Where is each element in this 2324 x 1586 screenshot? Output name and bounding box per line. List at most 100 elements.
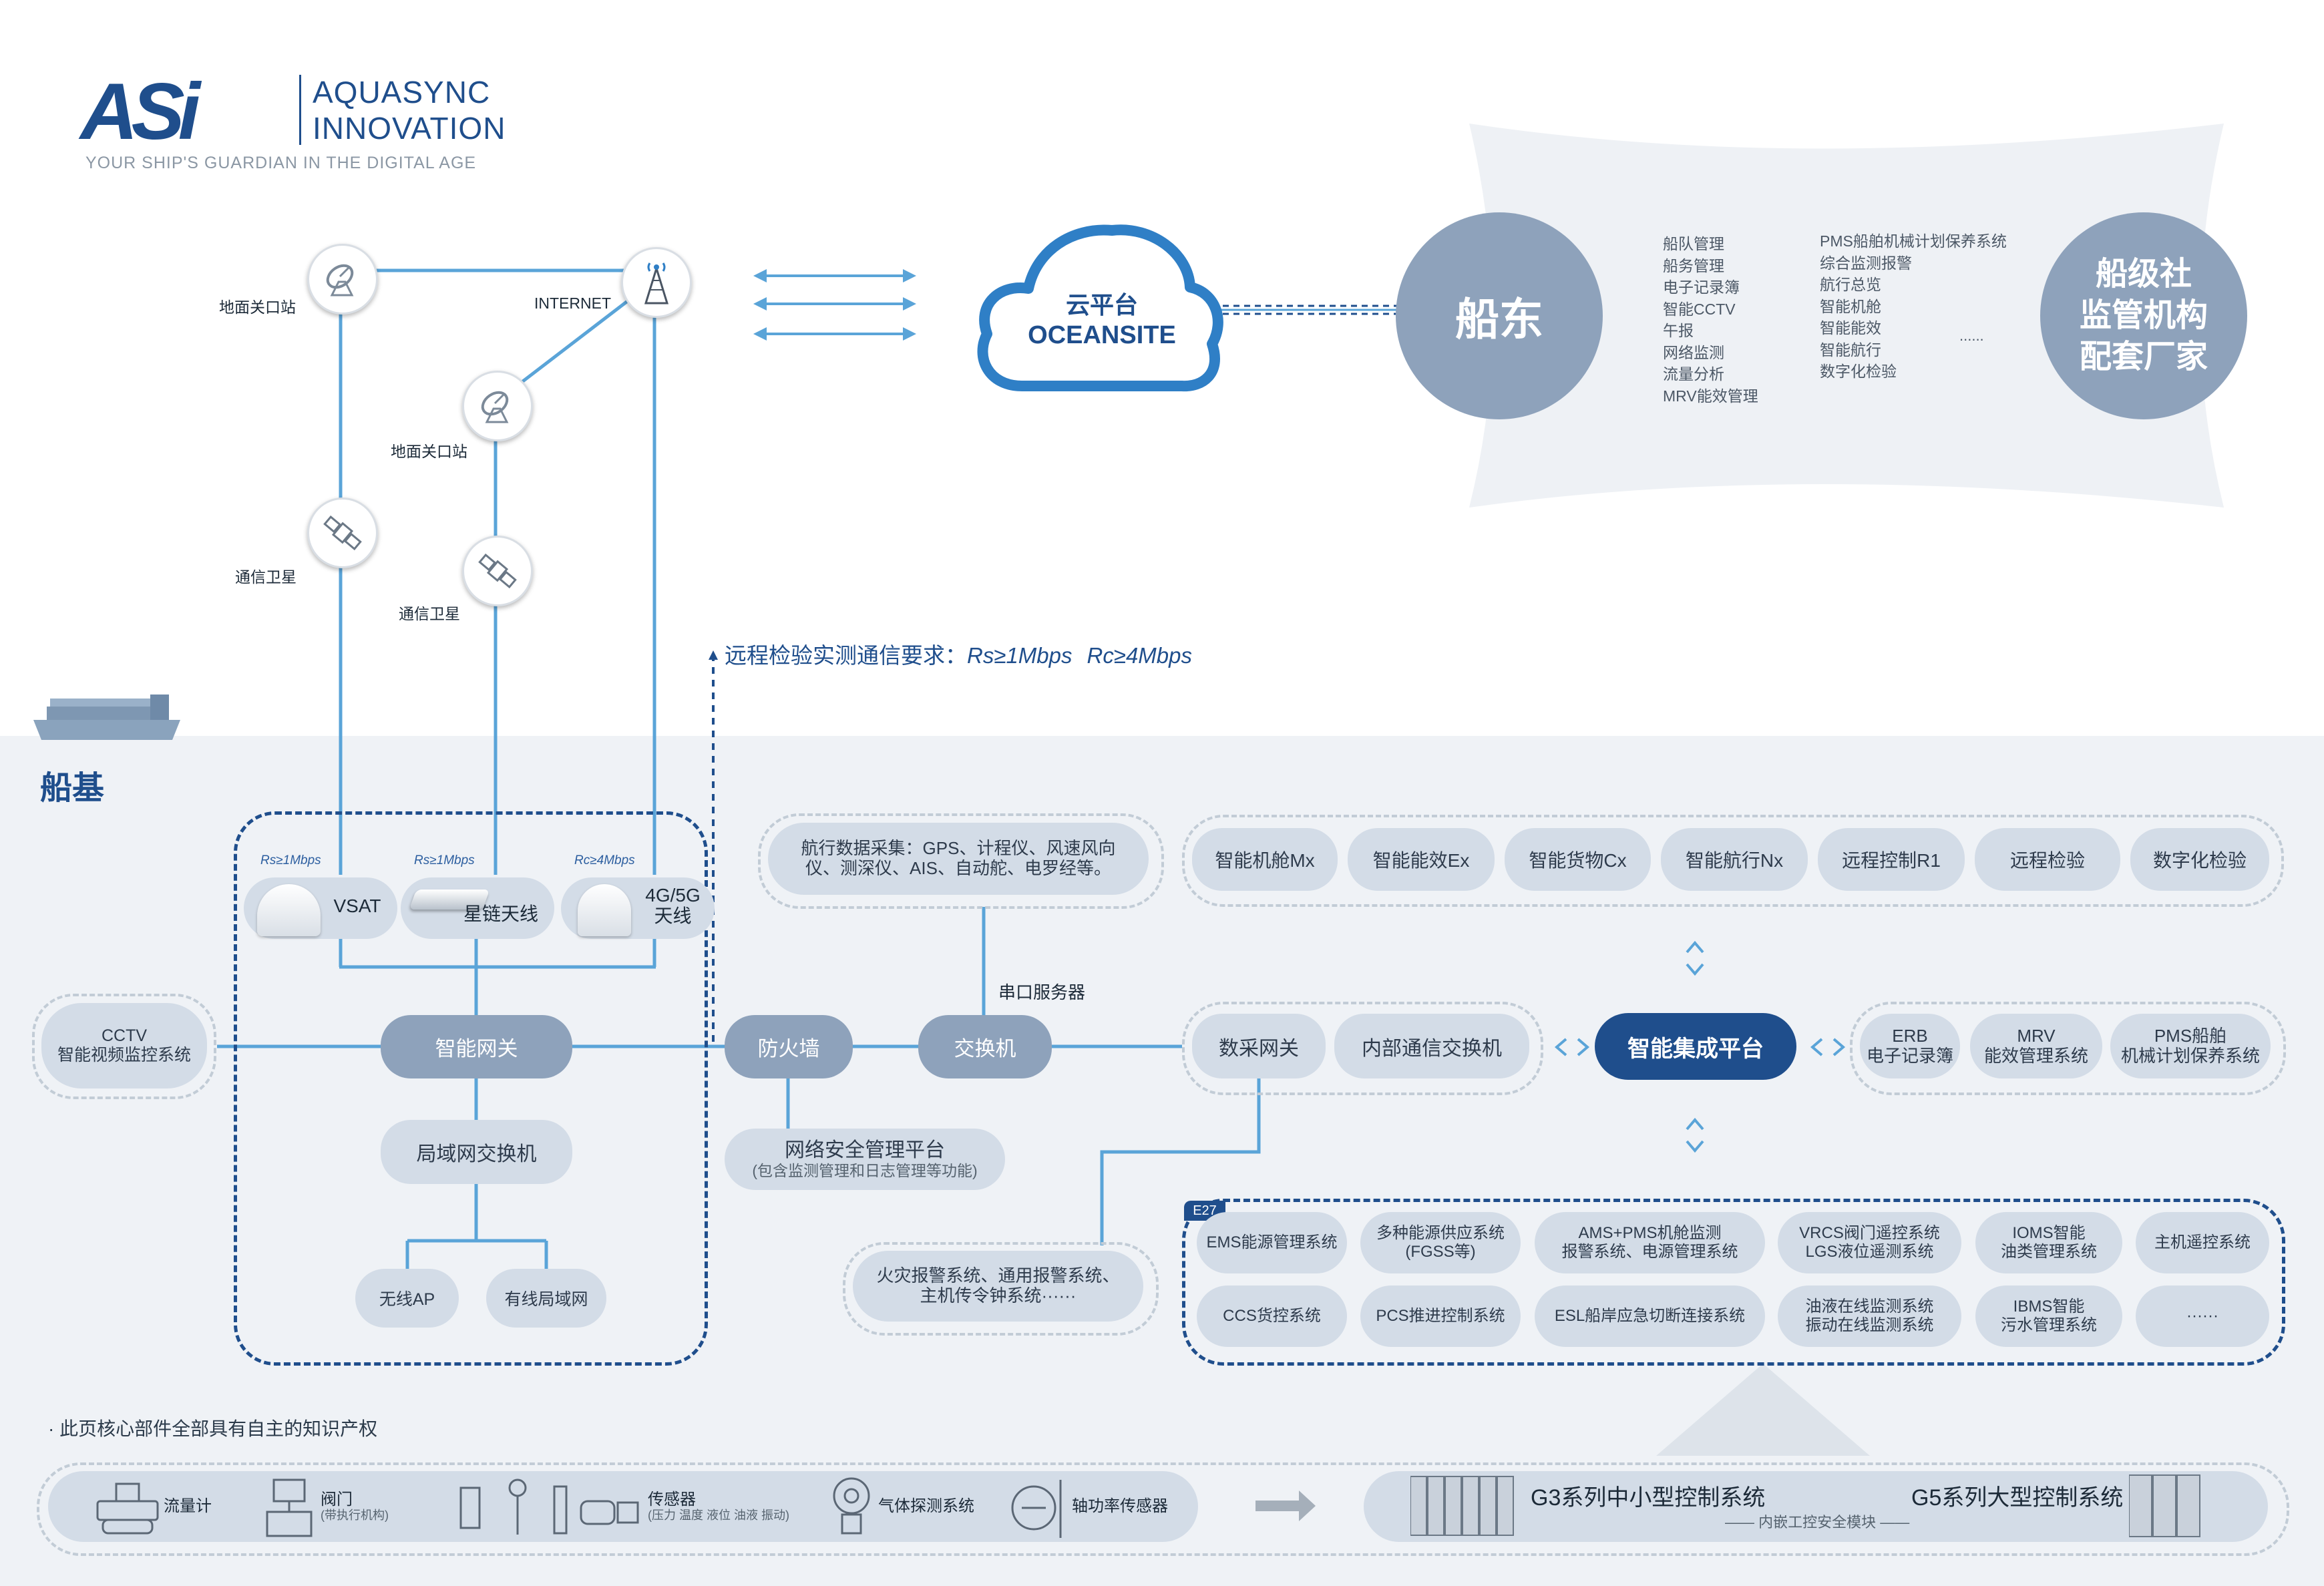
field-device-icons (96, 1477, 1062, 1538)
regulator-label: 监管机构 (2079, 298, 2208, 333)
e27-group (1182, 1199, 2285, 1366)
smart-module: 智能机舱Mx (1192, 828, 1338, 891)
supplier-label: 配套厂家 (2079, 339, 2208, 375)
company-logo: ASi AQUASYNC INNOVATION YOUR SHIP'S GUAR… (80, 67, 548, 175)
owner-function-item: 综合监测报警 (1820, 254, 1912, 272)
owner-function-item: 流量分析 (1663, 365, 1724, 383)
flowmeter-icon (96, 1482, 159, 1535)
vsat-speed: Rs≥1Mbps (260, 853, 321, 867)
cloud-shape (977, 224, 1223, 392)
security-platform-subtitle: (包含监测管理和日志管理等功能) (752, 1162, 978, 1180)
cctv-group (32, 994, 216, 1099)
control-systems-panel (1364, 1471, 2268, 1542)
e27-system-item: IBMS智能污水管理系统 (1975, 1285, 2122, 1347)
internet-label: INTERNET (534, 294, 611, 312)
satellite-dish-icon (307, 244, 378, 315)
fire-alarm-system: 火灾报警系统、通用报警系统、 主机传令钟系统······ (853, 1251, 1143, 1322)
nav-data-group (758, 813, 1164, 909)
cell-tower-icon (621, 247, 692, 318)
field-device-label: 气体探测系统 (878, 1497, 974, 1515)
vsat-antenna: VSAT (244, 877, 397, 939)
shaft-power-sensor-icon (1011, 1480, 1062, 1538)
bottom-arrow (1255, 1491, 1316, 1521)
e27-system-line1: ······ (2186, 1307, 2218, 1326)
ship-comm-group (234, 811, 708, 1366)
right-system-line1: PMS船舶 (2154, 1025, 2227, 1046)
e27-system-line1: IBMS智能 (2013, 1298, 2085, 1316)
g3-series-label: G3系列中小型控制系统 (1531, 1485, 1766, 1511)
field-device-sublabel: (压力 温度 液位 油液 振动) (648, 1509, 789, 1522)
owner-function-item: MRV能效管理 (1663, 387, 1758, 405)
lan-switch: 局域网交换机 (381, 1120, 572, 1184)
platform-chevrons (1554, 940, 1846, 1153)
data-gateway-label: 数采网关 (1219, 1037, 1299, 1060)
owner-functions-col2: PMS船舶机械计划保养系统 综合监测报警 航行总览 智能机舱 智能能效 智能航行… (1820, 230, 2007, 383)
right-system-line1: MRV (2017, 1025, 2056, 1046)
firewall-label: 防火墙 (757, 1037, 820, 1060)
cloud-arrows (753, 269, 916, 341)
e27-system-line1: 主机遥控系统 (2154, 1233, 2251, 1252)
e27-triangle (1656, 1364, 1870, 1456)
cloud-platform: 云平台 OCEANSITE (995, 284, 1209, 357)
satellite-icon (462, 536, 533, 606)
ship-owner-circle: 船东 (1396, 212, 1603, 419)
e27-system-line2: (FGSS等) (1405, 1243, 1476, 1261)
logo-divider (299, 75, 301, 145)
vsat-label: VSAT (333, 896, 381, 916)
satellite-label-2: 通信卫星 (399, 605, 460, 622)
company-tagline: YOUR SHIP'S GUARDIAN IN THE DIGITAL AGE (85, 154, 477, 172)
cellular-speed: Rc≥4Mbps (574, 853, 635, 867)
right-systems-group (1850, 1002, 2286, 1095)
e27-system-item: EMS能源管理系统 (1197, 1212, 1347, 1273)
network-security-platform: 网络安全管理平台 (包含监测管理和日志管理等功能) (725, 1129, 1005, 1190)
smart-gateway-label: 智能网关 (435, 1037, 518, 1060)
field-devices-panel (48, 1471, 1198, 1542)
e27-system-item: AMS+PMS机舱监测报警系统、电源管理系统 (1535, 1212, 1765, 1273)
cctv-system: CCTV 智能视频监控系统 (41, 1003, 207, 1088)
cloud-subtitle: OCEANSITE (1028, 321, 1176, 349)
right-system-line2: 机械计划保养系统 (2120, 1045, 2260, 1066)
fire-alarm-line1: 火灾报警系统、通用报警系统、 (876, 1265, 1120, 1286)
wired-lan: 有线局域网 (486, 1269, 606, 1328)
e27-tag-label: E27 (1193, 1203, 1217, 1218)
e27-system-item: 油液在线监测系统振动在线监测系统 (1778, 1285, 1961, 1347)
right-system-item: PMS船舶机械计划保养系统 (2110, 1014, 2271, 1078)
radome-icon (578, 884, 631, 936)
nav-data-line2: 仪、测深仪、AIS、自动舵、电罗经等。 (805, 858, 1111, 878)
cellular-label: 4G/5G 天线 (645, 885, 701, 926)
e27-system-line1: VRCS阀门遥控系统 (1799, 1224, 1940, 1243)
wifi-ap: 无线AP (355, 1269, 459, 1328)
right-system-line2: 能效管理系统 (1983, 1045, 2088, 1066)
owner-function-item: PMS船舶机械计划保养系统 (1820, 232, 2007, 250)
starlink-speed: Rs≥1Mbps (414, 853, 475, 867)
g5-cabinet-icon (2129, 1474, 2200, 1537)
ship-owner-label: 船东 (1455, 294, 1543, 344)
smart-module: 智能货物Cx (1505, 828, 1651, 891)
ground-station-label-2: 地面关口站 (391, 443, 467, 460)
owner-function-item: 网络监测 (1663, 343, 1724, 361)
e27-system-line1: PCS推进控制系统 (1376, 1307, 1505, 1326)
company-name-line2: INNOVATION (313, 111, 506, 146)
e27-system-line1: 多种能源供应系统 (1376, 1224, 1505, 1243)
smart-module: 智能航行Nx (1661, 828, 1808, 891)
right-system-line1: ERB (1892, 1025, 1928, 1046)
field-device-sublabel: (带执行机构) (321, 1509, 389, 1522)
e27-system-line1: ESL船岸应急切断连接系统 (1554, 1307, 1746, 1326)
class-society-circle: 船级社 监管机构 配套厂家 (2040, 212, 2247, 419)
right-system-line2: 电子记录簿 (1866, 1045, 1953, 1066)
data-gateway: 数采网关 (1192, 1014, 1326, 1078)
e27-system-line2: 振动在线监测系统 (1805, 1316, 1934, 1334)
e27-system-item: ESL船岸应急切断连接系统 (1535, 1285, 1765, 1347)
alarm-group (843, 1242, 1159, 1336)
e27-system-item: 多种能源供应系统(FGSS等) (1360, 1212, 1521, 1273)
e27-system-line1: IOMS智能 (2012, 1224, 2086, 1243)
integration-platform-label: 智能集成平台 (1627, 1036, 1764, 1062)
g3-cabinet-icon (1410, 1476, 1514, 1536)
network-switch: 交换机 (918, 1015, 1052, 1078)
logo-mark: ASi (80, 67, 200, 156)
field-device-label: 轴功率传感器 (1072, 1497, 1168, 1515)
owner-function-item: 船务管理 (1663, 256, 1724, 274)
